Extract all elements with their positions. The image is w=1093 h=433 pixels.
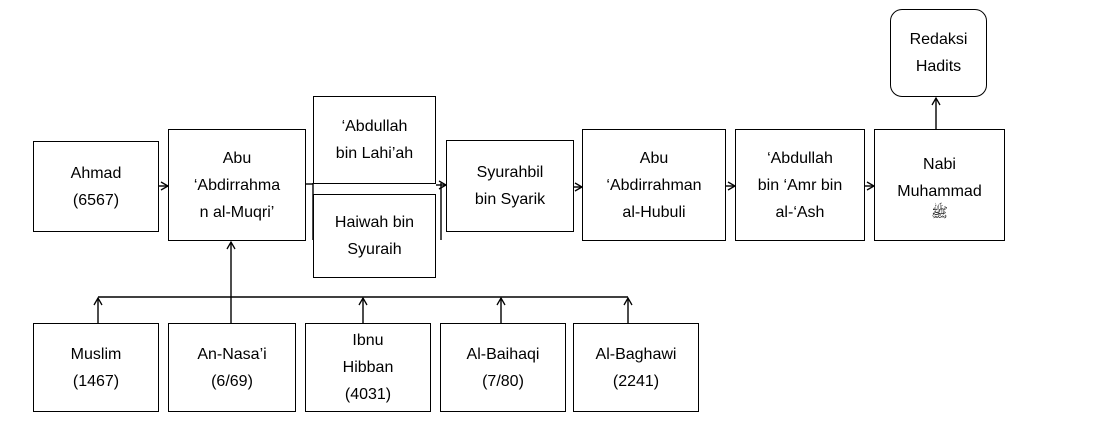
node-ibnu-hibban: Ibnu Hibban (4031) <box>305 323 431 412</box>
node-redaksi-hadits: Redaksi Hadits <box>890 9 987 97</box>
node-abdullah-bin-lahiah: ‘Abdullah bin Lahi’ah <box>313 96 436 184</box>
node-ahmad: Ahmad (6567) <box>33 141 159 232</box>
salawat-symbol: ﷺ <box>931 204 948 220</box>
nabi-name: Nabi Muhammad <box>897 156 982 200</box>
node-abu-abdirrahman-al-hubuli: Abu ‘Abdirrahman al-Hubuli <box>582 129 726 241</box>
node-haiwah-bin-syuraih: Haiwah bin Syuraih <box>313 194 436 278</box>
node-al-baghawi: Al-Baghawi (2241) <box>573 323 699 412</box>
node-an-nasai: An-Nasa’i (6/69) <box>168 323 296 412</box>
node-abdullah-bin-amr: ‘Abdullah bin ‘Amr bin al-‘Ash <box>735 129 865 241</box>
node-muslim: Muslim (1467) <box>33 323 159 412</box>
node-al-baihaqi: Al-Baihaqi (7/80) <box>440 323 566 412</box>
node-nabi-muhammad: Nabi Muhammad ﷺ <box>874 129 1005 241</box>
node-syurahbil-bin-syarik: Syurahbil bin Syarik <box>446 140 574 232</box>
node-abu-abdirrahman-al-muqri: Abu ‘Abdirrahma n al-Muqri’ <box>168 129 306 241</box>
